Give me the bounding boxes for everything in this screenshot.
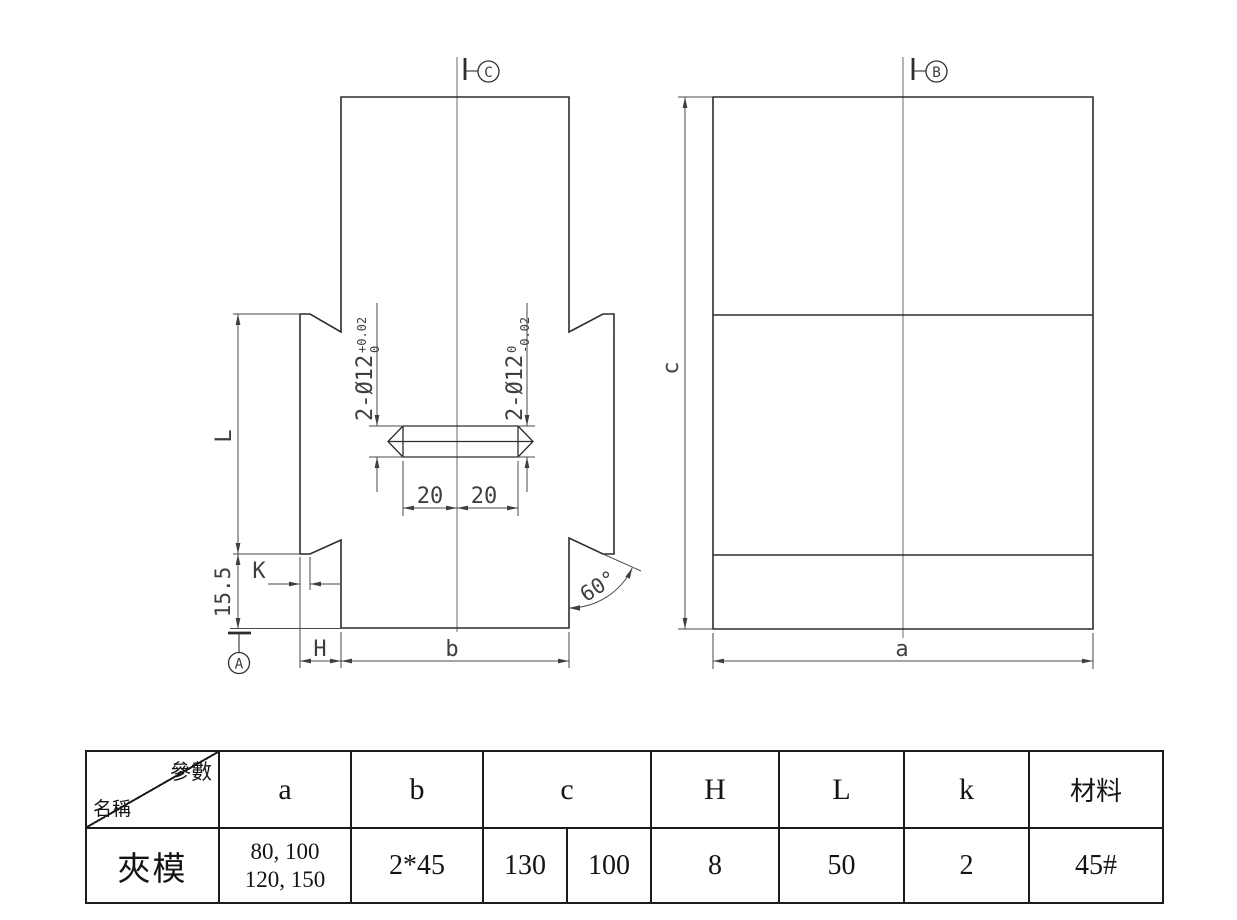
cell-c2-value: 100 [565,827,653,904]
cell-L-value: 50 [778,827,906,904]
slot-feature [387,425,534,458]
dim-L-label: L [212,429,237,442]
hole-note-right-sub: -0.02 [518,317,532,353]
dim-K-label: K [252,559,266,584]
datum-C-flag: C [463,58,500,83]
parameter-table: 參數 名稱 a b c H L k 材料 夾模 80, 100 120, 150… [85,750,1165,904]
datum-B-circle [925,60,948,83]
clamp-die-profile [299,96,615,629]
datum-A-label: A [235,657,244,673]
header-H: H [650,750,781,829]
header-L: L [778,750,906,829]
datum-C-label: C [484,65,493,81]
cell-a-values: 80, 100 120, 150 [218,827,352,904]
hole-note-left-base: 2-Ø12 [353,355,378,421]
dim-15-5: 15.5 [211,567,235,618]
dim-c: c [659,361,684,374]
cell-H-value: 8 [650,827,781,904]
header-b: b [350,750,484,829]
side-view: L 15.5 K H b 20 20 60° 2-Ø12 +0.02 0 [211,57,642,675]
hole-note-left-sup: +0.02 [355,317,369,353]
corner-label-name: 名稱 [93,799,132,820]
dim-angle-label: 60° [576,566,621,607]
cell-k-value: 2 [903,827,1031,904]
datum-A-flag: A [227,631,251,675]
dim-a-label: a [895,637,908,662]
datum-A-circle [227,651,251,675]
front-view-outline [712,96,1094,630]
table-corner-cell: 參數 名稱 [85,750,220,829]
cell-a-line1: 80, 100 [250,839,320,865]
table-header-row: 參數 名稱 a b c H L k 材料 [85,750,1165,829]
cell-part-name: 夾模 [85,827,220,904]
dim-b-label: b [445,637,458,662]
dim-c-label: c [659,361,684,374]
hole-note-right-base: 2-Ø12 [503,355,528,421]
hole-note-right-text: 2-Ø12 0 -0.02 [497,317,532,421]
cell-c1-value: 130 [482,827,568,904]
cell-a-line2: 120, 150 [244,866,326,892]
hole-note-left: 2-Ø12 +0.02 0 [347,304,382,421]
corner-label-parameter: 參數 [170,760,212,784]
front-view-extension-lines [678,96,1094,669]
hole-note-left-text: 2-Ø12 +0.02 0 [347,304,382,421]
datum-B-label: B [932,65,941,81]
dim-20-left-label: 20 [417,484,444,509]
dim-H-label: H [313,637,326,662]
hole-note-right-sup: 0 [505,346,519,353]
header-a: a [218,750,352,829]
cell-material-value: 45# [1028,827,1165,904]
dim-20-right-label: 20 [471,484,498,509]
dim-15-5-label: 15.5 [211,567,235,618]
dim-L: L [212,429,237,442]
header-k: k [903,750,1031,829]
front-view: c a B [659,57,1094,669]
front-view-dimension-lines [684,97,1093,662]
hole-note-left-sub: 0 [368,346,382,353]
datum-B-flag: B [911,58,948,83]
table-value-row: 夾模 80, 100 120, 150 2*45 130 100 8 50 2 … [85,827,1165,904]
dim-angle: 60° [576,566,621,607]
hole-note-right: 2-Ø12 0 -0.02 [497,317,532,421]
orthographic-views: L 15.5 K H b 20 20 60° 2-Ø12 +0.02 0 [211,57,1094,675]
header-c: c [481,750,653,829]
datum-C-circle [477,60,500,83]
front-view-arrowheads [682,97,1093,664]
header-material: 材料 [1028,750,1165,829]
cell-b-value: 2*45 [350,827,484,904]
